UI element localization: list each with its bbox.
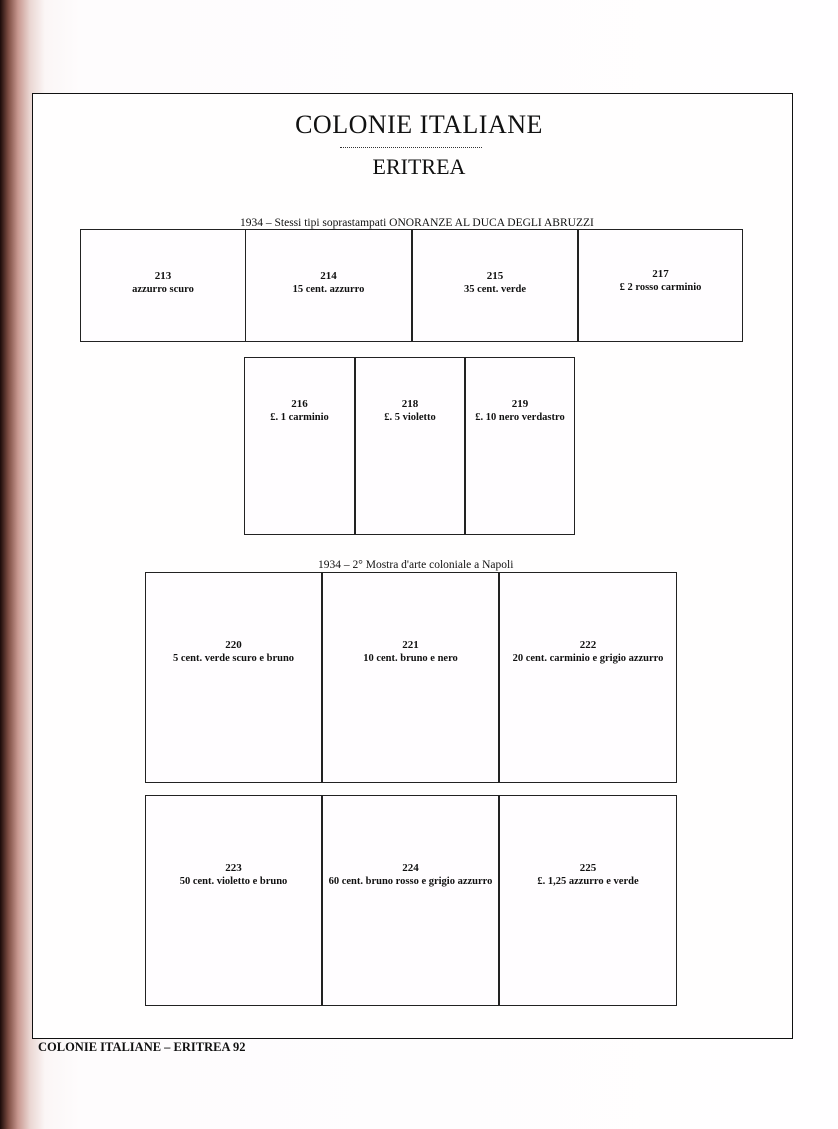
stamp-number: 225 xyxy=(579,862,597,874)
stamp-label: 213 azzurro scuro xyxy=(81,270,245,296)
stamp-number: 216 xyxy=(291,398,308,410)
stamp-label: 221 10 cent. bruno e nero xyxy=(323,639,498,665)
section-caption: 1934 – 2° Mostra d'arte coloniale a Napo… xyxy=(318,559,514,571)
stamp-label: 224 60 cent. bruno rosso e grigio azzurro xyxy=(323,862,498,888)
stamp-label: 225 £. 1,25 azzurro e verde xyxy=(500,862,676,888)
stamp-number: 215 xyxy=(486,270,504,282)
stamp-number: 213 xyxy=(154,270,172,282)
stamp-label: 223 50 cent. violetto e bruno xyxy=(146,862,321,888)
stamp-slot: 221 10 cent. bruno e nero xyxy=(322,572,499,783)
stamp-description: azzurro scuro xyxy=(132,284,194,295)
stamp-label: 214 15 cent. azzurro xyxy=(246,270,411,296)
stamp-description: 5 cent. verde scuro e bruno xyxy=(172,653,295,664)
stamp-number: 223 xyxy=(225,862,242,874)
stamp-number: 217 xyxy=(652,268,669,280)
stamp-slot: 217 £ 2 rosso carminio xyxy=(578,229,743,342)
stamp-number: 214 xyxy=(320,270,337,282)
stamp-number: 222 xyxy=(579,639,597,651)
stamp-slot: 218 £. 5 violetto xyxy=(355,357,465,535)
stamp-label: 222 20 cent. carminio e grigio azzurro xyxy=(500,639,676,665)
stamp-description: 35 cent. verde xyxy=(463,284,527,295)
stamp-slot: 214 15 cent. azzurro xyxy=(245,229,412,342)
stamp-label: 216 £. 1 carminio xyxy=(245,398,354,424)
stamp-slot: 223 50 cent. violetto e bruno xyxy=(145,795,322,1006)
stamp-slot: 224 60 cent. bruno rosso e grigio azzurro xyxy=(322,795,499,1006)
page-title: COLONIE ITALIANE xyxy=(295,110,543,139)
stamp-number: 224 xyxy=(402,862,419,874)
title-divider xyxy=(340,147,482,148)
page-footer: COLONIE ITALIANE – ERITREA 92 xyxy=(38,1040,246,1054)
stamp-label: 218 £. 5 violetto xyxy=(356,398,464,424)
stamp-label: 220 5 cent. verde scuro e bruno xyxy=(146,639,321,665)
stamp-number: 221 xyxy=(402,639,419,651)
stamp-description: £. 1,25 azzurro e verde xyxy=(537,876,639,887)
stamp-slot: 216 £. 1 carminio xyxy=(244,357,355,535)
stamp-description: £ 2 rosso carminio xyxy=(619,282,702,293)
stamp-number: 219 xyxy=(511,398,529,410)
stamp-description: £. 5 violetto xyxy=(384,412,436,423)
stamp-slot: 219 £. 10 nero verdastro xyxy=(465,357,575,535)
stamp-description: 50 cent. violetto e bruno xyxy=(179,876,288,887)
section-caption: 1934 – Stessi tipi soprastampati ONORANZ… xyxy=(240,217,594,229)
stamp-label: 217 £ 2 rosso carminio xyxy=(579,268,742,294)
stamp-description: £. 10 nero verdastro xyxy=(475,412,565,423)
stamp-slot: 220 5 cent. verde scuro e bruno xyxy=(145,572,322,783)
stamp-number: 220 xyxy=(225,639,242,651)
stamp-description: 60 cent. bruno rosso e grigio azzurro xyxy=(328,876,493,887)
stamp-slot: 215 35 cent. verde xyxy=(412,229,578,342)
stamp-label: 219 £. 10 nero verdastro xyxy=(466,398,574,424)
stamp-label: 215 35 cent. verde xyxy=(413,270,577,296)
stamp-slot: 225 £. 1,25 azzurro e verde xyxy=(499,795,677,1006)
stamp-description: £. 1 carminio xyxy=(270,412,329,423)
stamp-description: 20 cent. carminio e grigio azzurro xyxy=(512,653,664,664)
page-subtitle: ERITREA xyxy=(372,154,466,179)
stamp-description: 10 cent. bruno e nero xyxy=(363,653,458,664)
stamp-number: 218 xyxy=(401,398,419,410)
stamp-slot: 213 azzurro scuro xyxy=(80,229,246,342)
stamp-description: 15 cent. azzurro xyxy=(292,284,365,295)
stamp-slot: 222 20 cent. carminio e grigio azzurro xyxy=(499,572,677,783)
